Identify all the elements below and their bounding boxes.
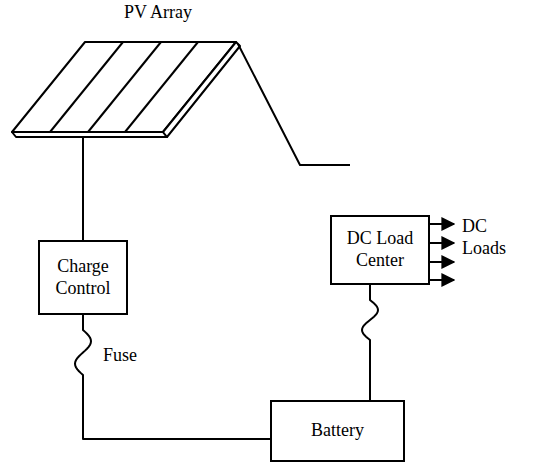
load-arrow [430,279,454,281]
charge-control-box: Charge Control [38,240,128,315]
wire [82,137,84,240]
panel-support [238,44,350,165]
panel-divider [88,42,161,132]
load-label: DC Loads [460,216,522,259]
battery-box: Battery [270,400,405,462]
load-arrow [430,223,454,225]
pv-array: PV Array [8,2,308,137]
panel-edge [12,132,167,137]
node-text: Battery [311,420,364,442]
panel-divider [50,42,123,132]
node-text: PV Array [8,2,308,24]
panel-divider [125,42,198,132]
load-arrow [430,242,454,244]
wire [362,285,378,400]
panel-edge [163,42,240,137]
node-text: DC Load Center [338,228,422,271]
wire [75,315,270,439]
load-arrow [430,261,454,263]
fuse-label: Fuse [101,345,139,367]
node-text: Charge Control [46,256,120,299]
load-center-box: DC Load Center [330,215,430,285]
load-arrows [430,224,454,280]
